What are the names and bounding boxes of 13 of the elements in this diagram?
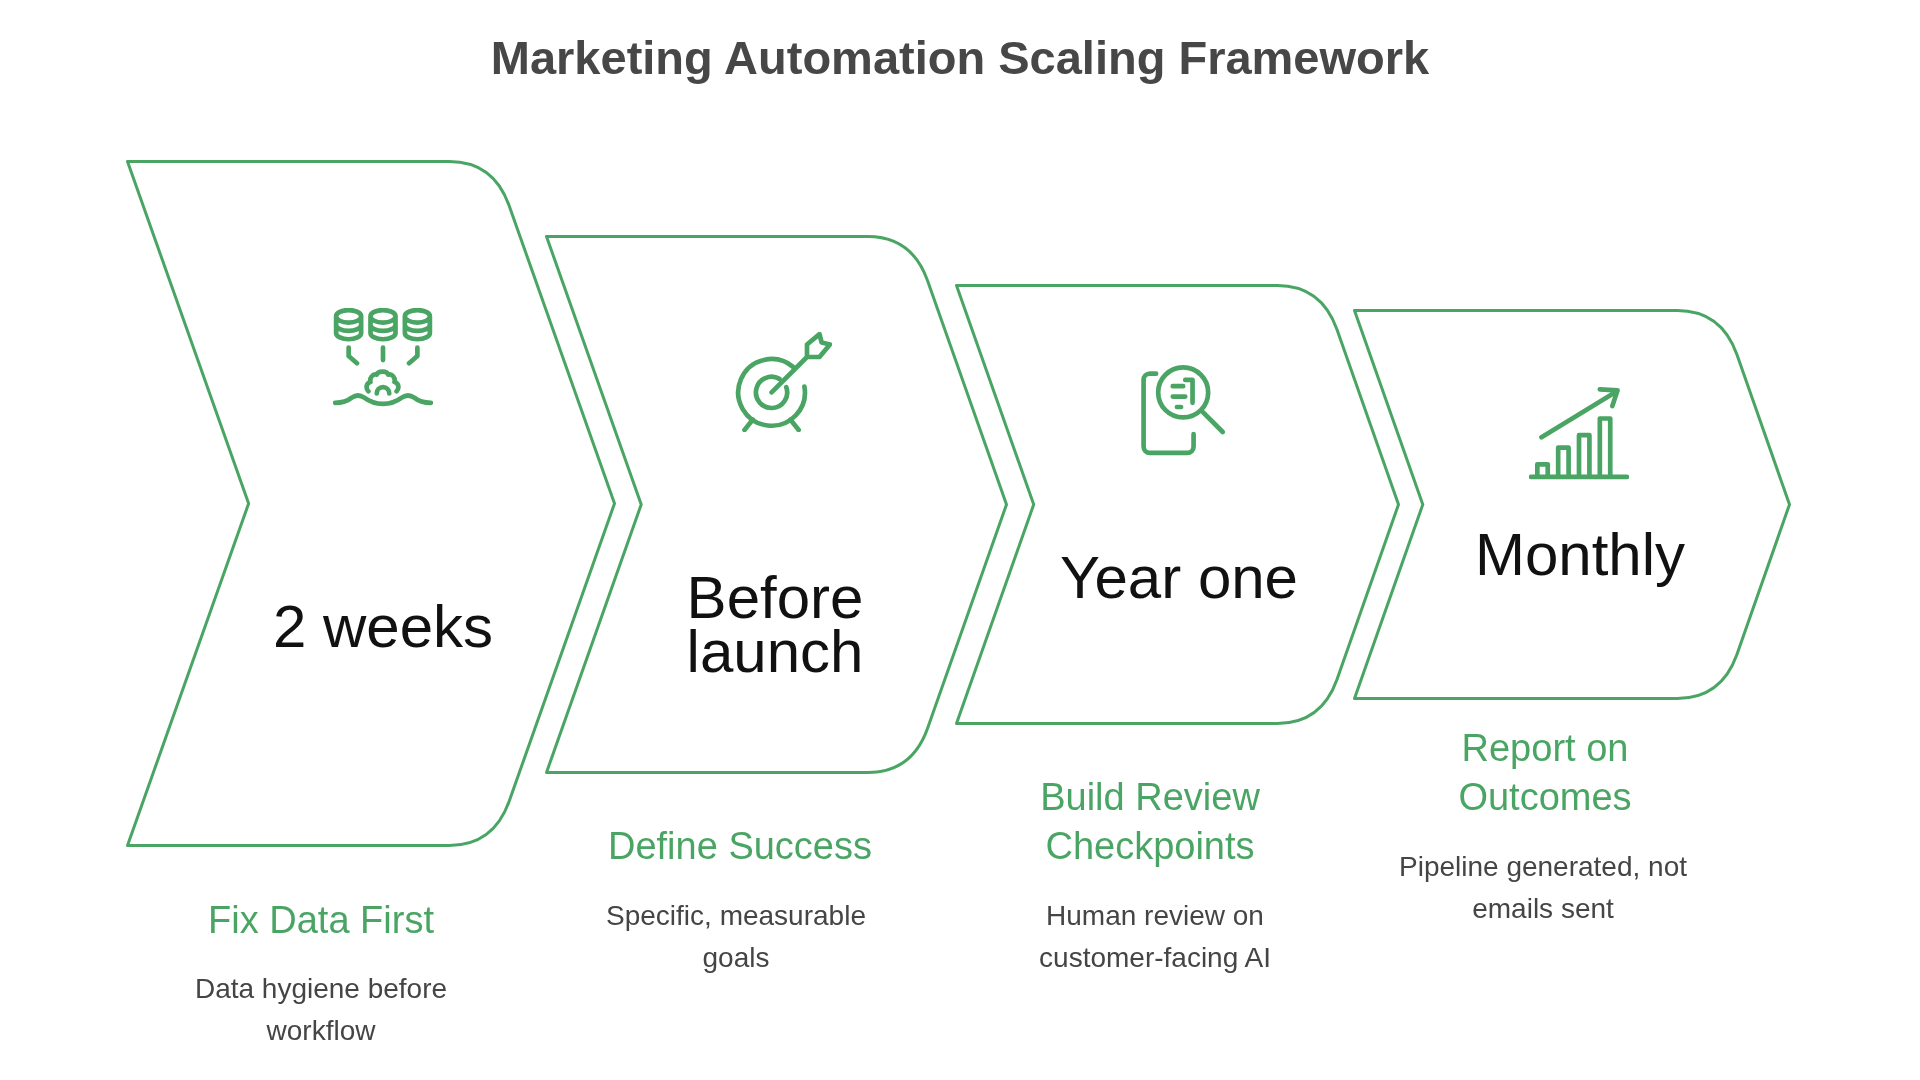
step-description: Pipeline generated, not emails sent	[1398, 850, 1688, 926]
step-description: Data hygiene before workflow	[193, 972, 449, 1048]
diagram-title: Marketing Automation Scaling Framework	[490, 30, 1430, 86]
step-title: Fix Data First	[207, 898, 435, 943]
timeframe-label: 2 weeks	[271, 599, 495, 662]
timeframe-label: Year one	[1059, 550, 1299, 613]
step-title: Build Review Checkpoints	[1039, 775, 1261, 869]
step-description: Specific, measurable goals	[605, 899, 867, 975]
timeframe-label: Monthly	[1473, 527, 1687, 590]
step-title: Report on Outcomes	[1457, 726, 1633, 820]
step-description: Human review on customer-facing AI	[1038, 899, 1272, 975]
step-title: Define Success	[607, 824, 873, 869]
timeframe-label: Before launch	[685, 570, 865, 687]
